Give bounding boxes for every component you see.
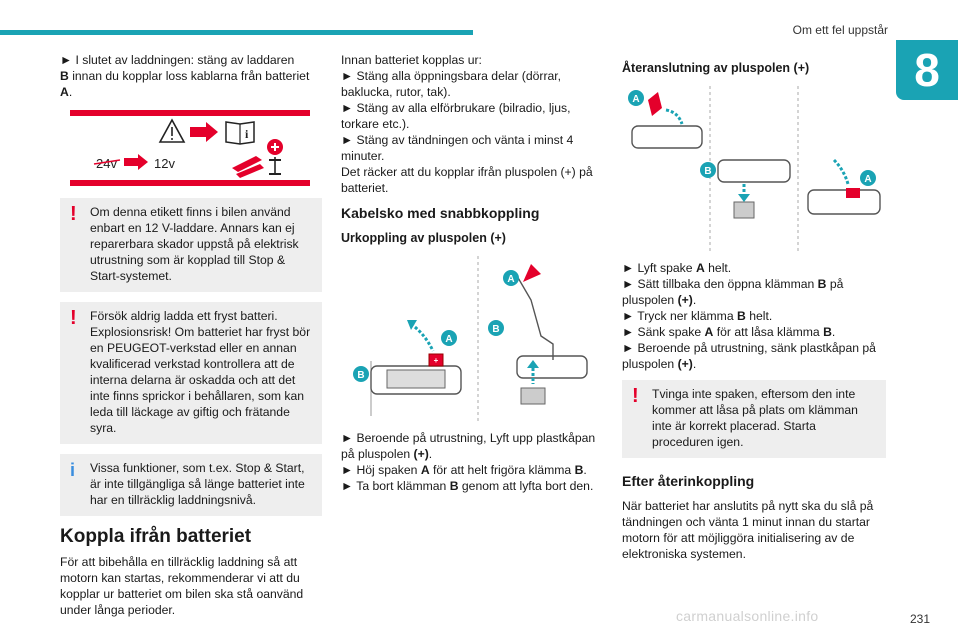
svg-text:i: i <box>245 127 249 141</box>
battery-voltage-row: 24v 12v <box>93 154 175 171</box>
reconnect-figure: A B A <box>622 86 886 254</box>
after-reconnect-text: När batteriet har anslutits på nytt ska … <box>622 499 874 561</box>
before-disconnect: Innan batteriet kopplas ur: ► Stäng alla… <box>341 53 593 195</box>
info-note-stop-start: i Vissa funktioner, som t.ex. Stop & Sta… <box>60 454 322 516</box>
reconnect-step-2: B <box>700 159 791 219</box>
warning-note-12v: ! Om denna etikett finns i bilen använd … <box>60 198 322 292</box>
warning-exclamation-icon: ! <box>632 385 639 407</box>
svg-text:A: A <box>864 174 871 185</box>
column-right: Återanslutning av pluspolen (+) A B <box>622 52 886 570</box>
warning-exclamation-icon: ! <box>70 307 77 329</box>
label-red-band-bottom <box>70 180 310 186</box>
red-cover-icon <box>428 353 444 367</box>
after-reconnect-heading: Efter återinkoppling <box>622 473 755 489</box>
svg-text:A: A <box>445 334 452 345</box>
clamp-left-illustration: + B A <box>353 320 462 416</box>
clamp-right-illustration: A B <box>488 264 588 405</box>
chapter-number-tab: 8 <box>896 40 958 100</box>
section-text: För att bibehålla en tillräcklig laddnin… <box>60 555 304 617</box>
charger-label-illustration: i 24v 12v <box>60 108 312 188</box>
svg-text:B: B <box>704 166 711 177</box>
header-accent-bar <box>0 30 473 35</box>
svg-text:B: B <box>492 324 499 335</box>
chapter-title: Om ett fel uppstår <box>792 23 888 37</box>
strike-line <box>93 159 121 165</box>
svg-text:+: + <box>434 356 439 365</box>
page-number: 231 <box>909 612 930 626</box>
reconnect-step-3: A <box>807 158 881 215</box>
info-icon: i <box>70 460 76 480</box>
disconnect-subheading: Urkoppling av pluspolen (+) <box>341 231 506 245</box>
warning-note-frozen: ! Försök aldrig ladda ett fryst batteri.… <box>60 302 322 444</box>
column-left: ► I slutet av laddningen: stäng av ladda… <box>60 52 322 626</box>
reconnect-steps: ► Lyft spake A helt. ► Sätt tillbaka den… <box>622 261 876 371</box>
column-middle: Innan batteriet kopplas ur: ► Stäng alla… <box>341 52 603 502</box>
warning-note-lever: ! Tvinga inte spaken, eftersom den inte … <box>622 380 886 458</box>
warning-triangle-icon <box>158 118 186 143</box>
red-arrow-icon <box>190 122 218 142</box>
manual-book-icon: i <box>225 121 255 145</box>
svg-text:A: A <box>507 274 514 285</box>
quick-connector-heading: Kabelsko med snabbkoppling <box>341 205 540 221</box>
disconnect-figure: + B A A B <box>341 256 603 424</box>
reconnect-subheading: Återanslutning av pluspolen (+) <box>622 61 810 75</box>
warning-exclamation-icon: ! <box>70 203 77 225</box>
label-24v: 24v <box>96 156 117 171</box>
disconnect-steps: ► Beroende på utrustning, Lyft upp plast… <box>341 431 596 493</box>
label-12v: 12v <box>154 156 175 171</box>
red-arrow-small-icon <box>124 154 148 170</box>
charging-end-instruction: ► I slutet av laddningen: stäng av ladda… <box>60 53 310 99</box>
watermark: carmanualsonline.info <box>676 608 819 624</box>
label-red-band-top <box>70 110 310 116</box>
svg-text:B: B <box>357 370 364 381</box>
svg-text:A: A <box>632 94 639 105</box>
jump-clamp-icon <box>232 139 283 178</box>
section-title: Koppla ifrån batteriet <box>60 526 252 547</box>
reconnect-step-1: A <box>628 90 703 149</box>
